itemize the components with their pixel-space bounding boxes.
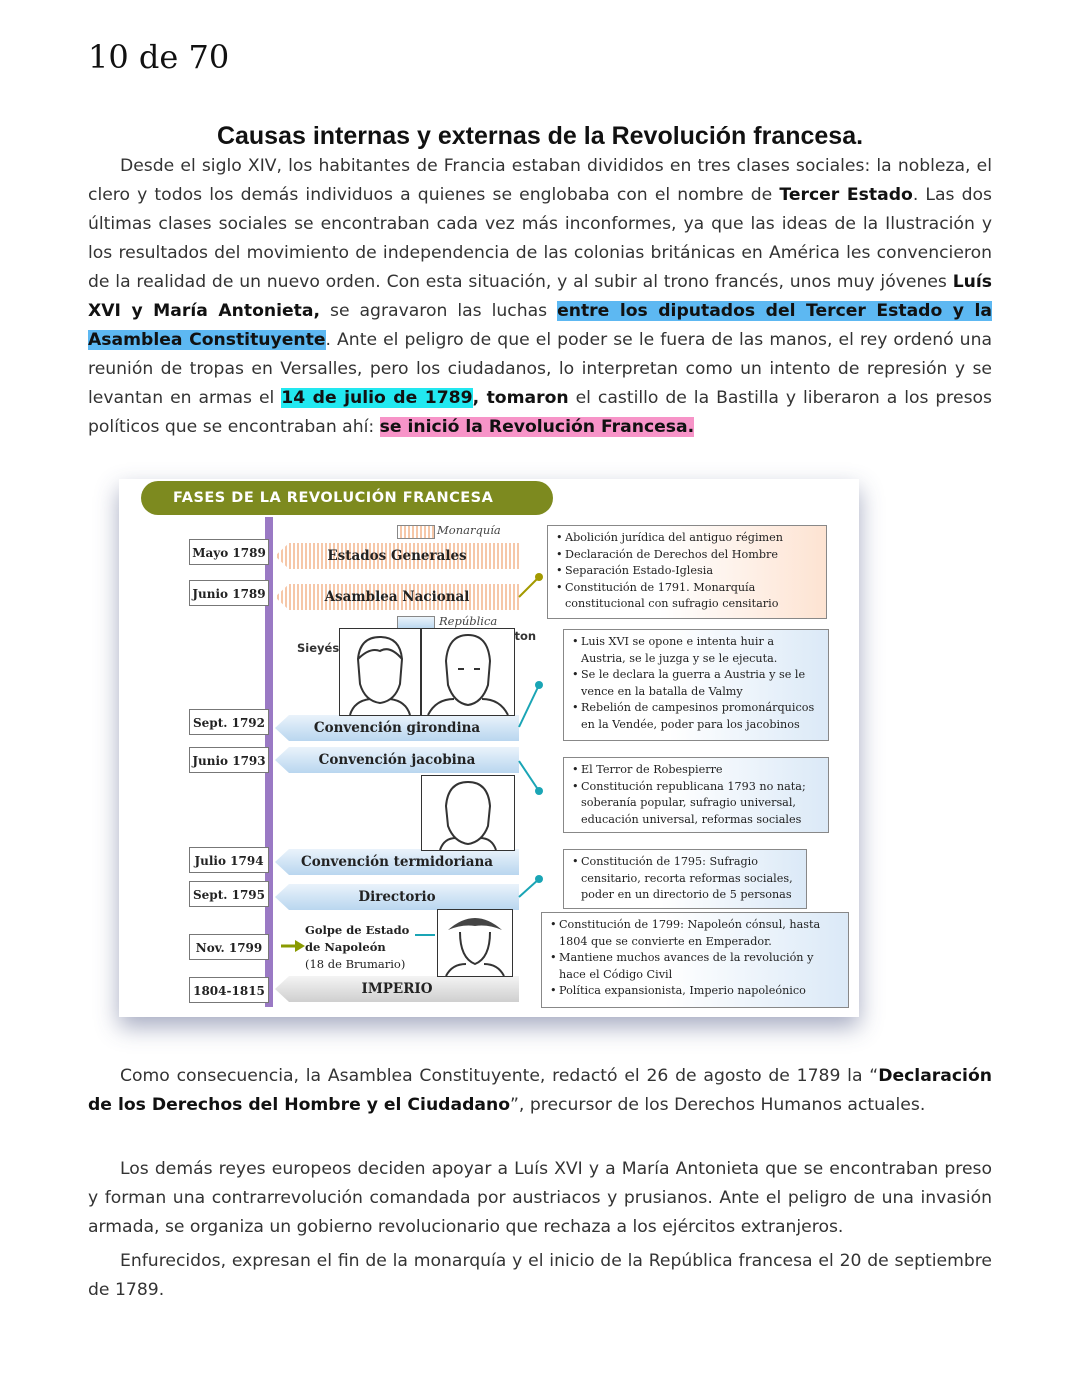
info-box-girondina: Luis XVI se opone e intenta huir a Austr… <box>563 629 829 741</box>
highlight-date: 14 de julio de 1789 <box>281 388 473 408</box>
phases-diagram: FASES DE LA REVOLUCIÓN FRANCESA Monarquí… <box>119 479 859 1017</box>
phase-arrow: Convención jacobina <box>275 747 519 773</box>
napoleon-portrait <box>437 909 513 977</box>
info-box-monarquia: Abolición jurídica del antiguo régimen D… <box>547 525 827 619</box>
legend-monarquia: Monarquía <box>437 523 501 537</box>
page-title: Causas internas y externas de la Revoluc… <box>216 122 864 150</box>
phase-arrow: Convención termidoriana <box>275 849 519 875</box>
date-label: Sept. 1795 <box>189 881 269 907</box>
info-box-napoleon: Constitución de 1799: Napoleón cónsul, h… <box>541 912 849 1008</box>
legend-republica: República <box>439 614 498 628</box>
timeline-line <box>265 517 273 1007</box>
robespierre-portrait <box>421 775 515 851</box>
intro-paragraph: Desde el siglo XIV, los habitantes de Fr… <box>88 156 993 437</box>
counterrevolution-paragraph: Los demás reyes europeos deciden apoyar … <box>88 1159 992 1237</box>
info-box-directorio: Constitución de 1795: Sufragio censitari… <box>563 849 807 909</box>
portrait-label-sieyes: Sieyés <box>297 641 340 655</box>
highlight-revolution: se inició la Revolución Francesa. <box>379 417 695 437</box>
date-label: Junio 1793 <box>189 747 269 773</box>
phase-arrow: Estados Generales <box>275 543 519 569</box>
date-label: Julio 1794 <box>189 847 269 873</box>
connector-dot <box>535 573 543 581</box>
phase-arrow: IMPERIO <box>275 976 519 1002</box>
declaration-paragraph: Como consecuencia, la Asamblea Constituy… <box>88 1066 992 1115</box>
date-label: Sept. 1792 <box>189 709 269 735</box>
golpe-arrow-icon <box>281 940 305 952</box>
info-box-jacobina: El Terror de Robespierre Constitución re… <box>563 757 829 833</box>
connector-dot <box>535 681 543 689</box>
page-number: 10 de 70 <box>88 38 230 76</box>
phase-arrow: Directorio <box>275 884 519 910</box>
diagram-title: FASES DE LA REVOLUCIÓN FRANCESA <box>141 481 553 515</box>
danton-portrait <box>421 628 515 716</box>
connector-lines <box>415 576 540 936</box>
republic-paragraph: Enfurecidos, expresan el fin de la monar… <box>88 1251 992 1300</box>
golpe-text: Golpe de Estado de Napoleón (18 de Bruma… <box>305 923 410 971</box>
sieyes-portrait <box>339 628 421 716</box>
date-label: Junio 1789 <box>189 580 269 606</box>
phase-arrow: Asamblea Nacional <box>275 584 519 610</box>
date-label: 1804-1815 <box>189 977 269 1003</box>
date-label: Mayo 1789 <box>189 539 269 565</box>
phase-arrow: Convención girondina <box>275 715 519 741</box>
connector-dot <box>535 787 543 795</box>
connector-dot <box>535 875 543 883</box>
date-label: Nov. 1799 <box>189 934 269 960</box>
legend-monarquia-swatch <box>397 525 435 539</box>
